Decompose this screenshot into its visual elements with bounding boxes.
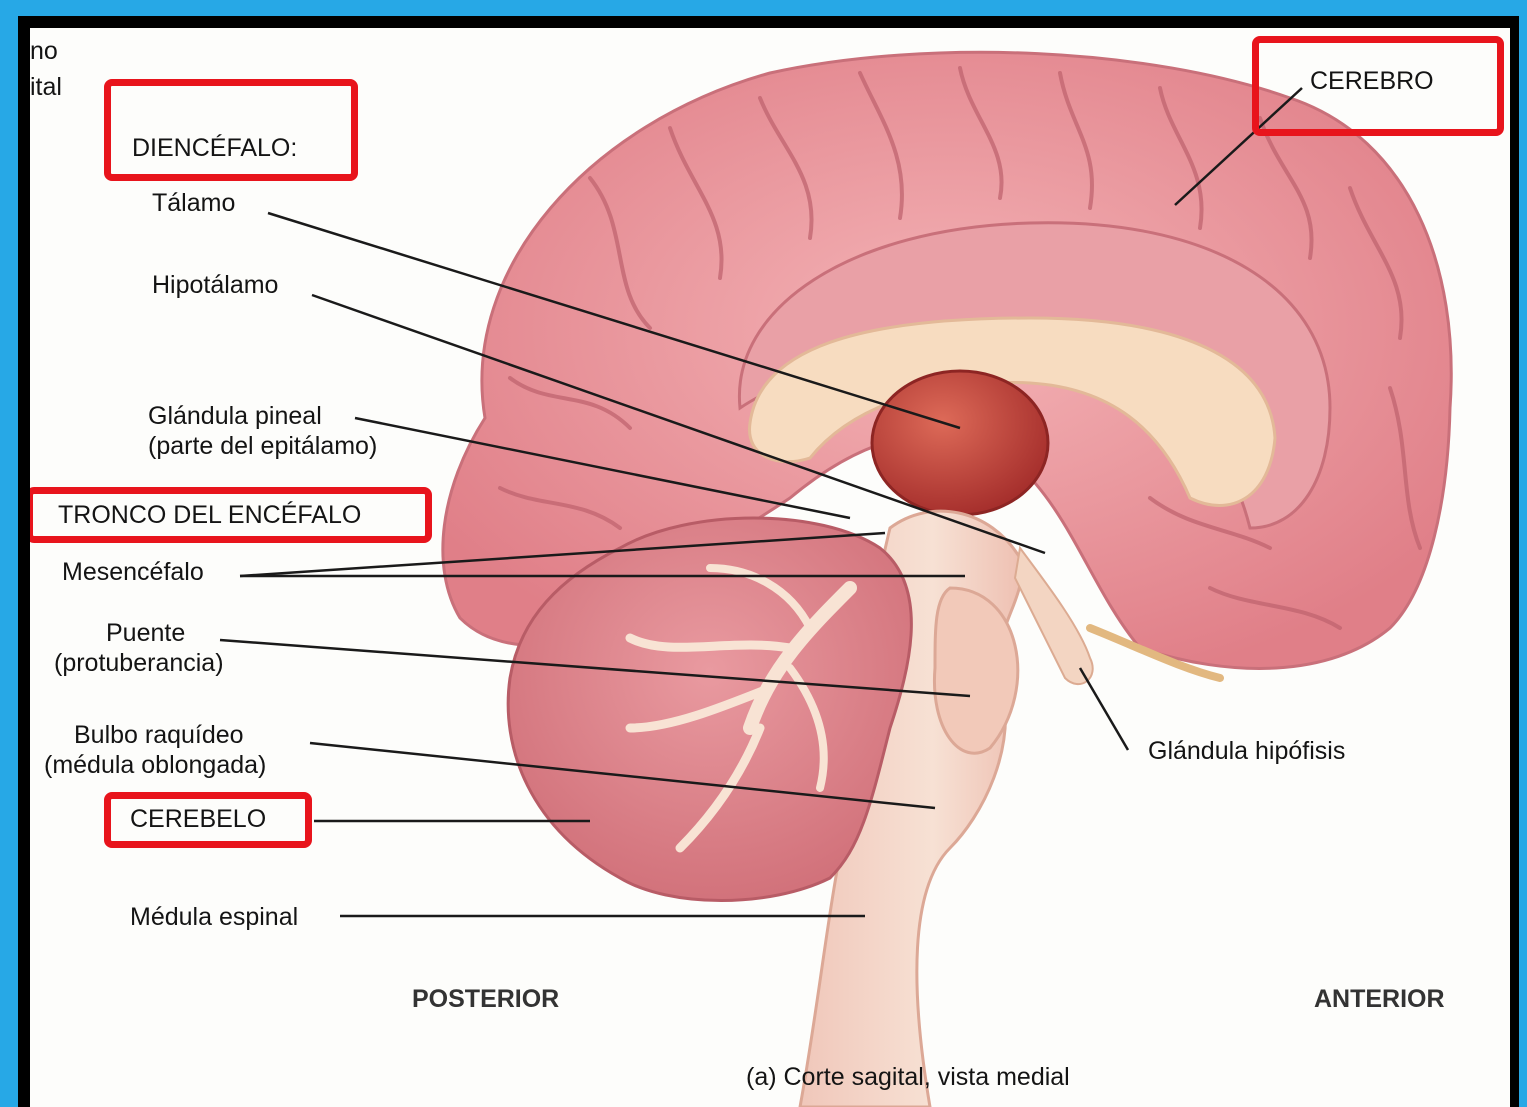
- medulla-label-line2: (médula oblongada): [44, 750, 266, 780]
- pineal-label-line2: (parte del epitálamo): [148, 431, 377, 461]
- spinal-cord-label: Médula espinal: [130, 902, 298, 932]
- pons-label: Puente (protuberancia): [54, 618, 224, 678]
- anterior-label: ANTERIOR: [1314, 984, 1445, 1014]
- pituitary-label: Glándula hipófisis: [1148, 736, 1345, 766]
- cerebrum-highlight: [1252, 36, 1504, 136]
- cerebellum-highlight: [104, 792, 312, 848]
- diagram-panel: no ital DIENCÉFALO: Tálamo Hipotálamo Gl…: [30, 28, 1510, 1107]
- pituitary-shape: [1015, 548, 1093, 684]
- medulla-label-line1: Bulbo raquídeo: [44, 720, 266, 750]
- thalamus-shape: [872, 371, 1048, 515]
- pons-label-line1: Puente: [54, 618, 224, 648]
- thalamus-label: Tálamo: [152, 188, 235, 218]
- header-fragment-line2: ital: [30, 72, 62, 102]
- pineal-label: Glándula pineal (parte del epitálamo): [148, 401, 377, 461]
- pons-label-line2: (protuberancia): [54, 648, 224, 678]
- brainstem-highlight: [30, 487, 432, 543]
- header-fragment-line1: no: [30, 36, 58, 66]
- hypothalamus-label: Hipotálamo: [152, 270, 278, 300]
- brain-illustration: [30, 28, 1510, 1107]
- medulla-label: Bulbo raquídeo (médula oblongada): [44, 720, 266, 780]
- midbrain-label: Mesencéfalo: [62, 557, 204, 587]
- posterior-label: POSTERIOR: [412, 984, 559, 1014]
- pineal-label-line1: Glándula pineal: [148, 401, 377, 431]
- figure-caption: (a) Corte sagital, vista medial: [746, 1062, 1070, 1092]
- diencephalon-highlight: [104, 79, 358, 181]
